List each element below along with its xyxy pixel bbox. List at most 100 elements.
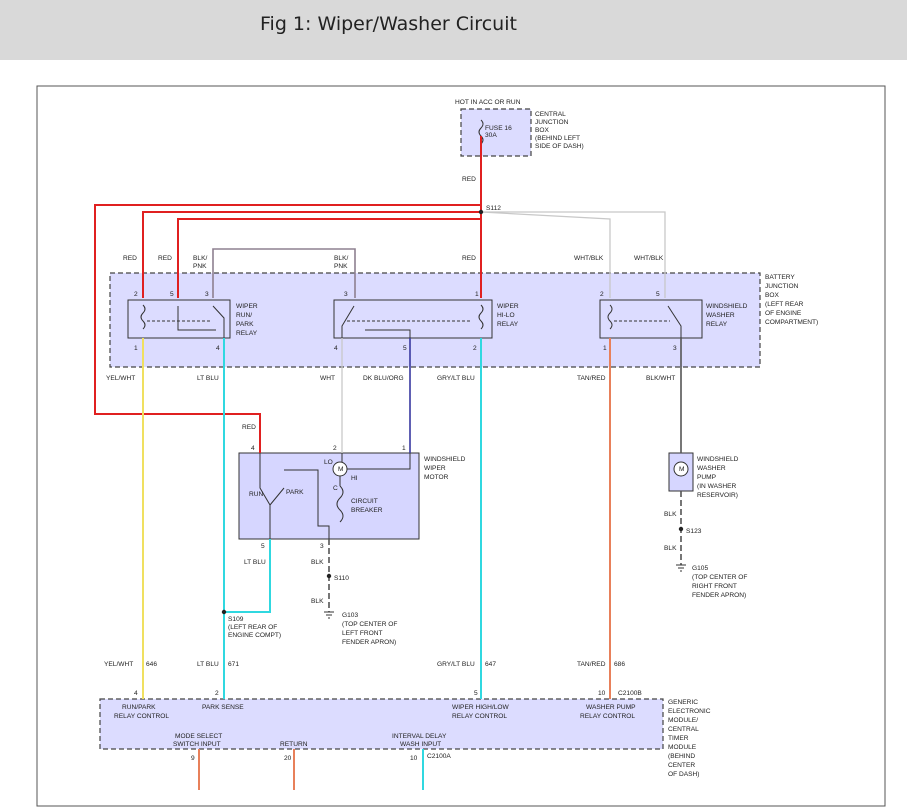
pin-gem-5: 5 bbox=[474, 690, 478, 697]
circuit-647: 647 bbox=[485, 661, 496, 668]
wire-label-lt-blu-2: LT BLU bbox=[244, 559, 266, 566]
bjb-line-6: COMPARTMENT) bbox=[765, 319, 818, 326]
breaker-line-1: CIRCUIT bbox=[351, 498, 378, 505]
wire-red-run-park-5 bbox=[177, 218, 481, 298]
cjb-line-4: (BEHIND LEFT bbox=[535, 135, 580, 142]
splice-s110-dot bbox=[326, 573, 332, 579]
gem-name-3: MODULE/ bbox=[668, 717, 698, 724]
cjb-line-3: BOX bbox=[535, 127, 550, 134]
splice-s112-dot bbox=[478, 209, 484, 215]
pin-hl-5: 5 bbox=[403, 345, 407, 352]
wire-label-dk-blu-org: DK BLU/ORG bbox=[363, 375, 404, 382]
motor-internal-path bbox=[284, 469, 330, 539]
gem-hi-lo-2: RELAY CONTROL bbox=[452, 713, 507, 720]
windshield-washer-relay bbox=[599, 299, 703, 339]
run-park-coil-icon bbox=[140, 304, 146, 330]
pin-gem-4: 4 bbox=[134, 690, 138, 697]
wire-red-motor bbox=[94, 204, 481, 453]
pin-wr-1: 1 bbox=[603, 345, 607, 352]
pin-gem-10b: 10 bbox=[410, 755, 418, 762]
pump-m-icon bbox=[673, 461, 689, 477]
splice-s110-label: S110 bbox=[334, 575, 349, 582]
pin-gem-9: 9 bbox=[191, 755, 195, 762]
gem-name-5: TIMER bbox=[668, 735, 689, 742]
pin-rp-3: 3 bbox=[205, 291, 209, 298]
wire-label-tan-red-1: TAN/RED bbox=[577, 375, 606, 382]
wire-label-red-top: RED bbox=[462, 176, 476, 183]
motor-leads bbox=[339, 453, 411, 486]
pin-hl-2: 2 bbox=[473, 345, 477, 352]
pump-m: M bbox=[679, 466, 685, 473]
gem-park-sense: PARK SENSE bbox=[202, 704, 244, 711]
s109-line-2: (LEFT REAR OF bbox=[228, 624, 277, 631]
washer-coil-icon bbox=[607, 304, 613, 330]
gem-name-7: (BEHIND bbox=[668, 753, 695, 760]
pin-rp-5: 5 bbox=[170, 291, 174, 298]
motor-m: M bbox=[338, 466, 344, 473]
cjb-line-2: JUNCTION bbox=[535, 119, 569, 126]
gem-name-4: CENTRAL bbox=[668, 726, 699, 733]
gem-interval-1: INTERVAL DELAY bbox=[392, 733, 447, 740]
gem-mode-2: SWITCH INPUT bbox=[173, 741, 221, 748]
pin-motor-2: 2 bbox=[333, 445, 337, 452]
wire-wht-blk-washer-5 bbox=[481, 211, 666, 298]
g103-line-2: (TOP CENTER OF bbox=[342, 621, 397, 628]
hi-lo-switch-icon bbox=[341, 305, 411, 338]
splice-s109-dot bbox=[221, 609, 227, 615]
wire-lt-blu-motor bbox=[224, 539, 271, 613]
s109-line-1: S109 bbox=[228, 616, 244, 623]
motor-hi: HI bbox=[351, 475, 358, 482]
pump-line-2: WASHER bbox=[697, 465, 726, 472]
motor-line-3: MOTOR bbox=[424, 474, 449, 481]
central-junction-box bbox=[460, 108, 532, 157]
motor-lo: LO bbox=[324, 459, 333, 466]
wire-label-red-3: RED bbox=[462, 255, 476, 262]
hi-lo-coil-icon bbox=[478, 304, 484, 330]
wire-label-wht-blk-1: WHT/BLK bbox=[574, 255, 604, 262]
wire-label-gry-lt-blu-1: GRY/LT BLU bbox=[437, 375, 475, 382]
wire-label-blk-2: BLK bbox=[311, 598, 324, 605]
pin-hl-3: 3 bbox=[344, 291, 348, 298]
run-park-line-1: WIPER bbox=[236, 303, 258, 310]
motor-line-1: WINDSHIELD bbox=[424, 456, 466, 463]
pin-motor-3: 3 bbox=[320, 543, 324, 550]
circuit-686: 686 bbox=[614, 661, 625, 668]
motor-c: C bbox=[333, 485, 338, 492]
motor-park: PARK bbox=[286, 489, 304, 496]
gem-name-8: CENTER bbox=[668, 762, 695, 769]
bjb-line-1: BATTERY bbox=[765, 274, 795, 281]
s109-line-3: ENGINE COMPT) bbox=[228, 632, 281, 639]
wire-blk-pnk bbox=[212, 248, 356, 298]
gem-interval-2: WASH INPUT bbox=[400, 741, 441, 748]
pump-line-5: RESERVOIR) bbox=[697, 492, 738, 499]
hi-lo-line-1: WIPER bbox=[497, 303, 519, 310]
g105-line-4: FENDER APRON) bbox=[692, 592, 746, 599]
g103-line-3: LEFT FRONT bbox=[342, 630, 383, 637]
ground-g103-symbol bbox=[324, 611, 334, 619]
wire-label-yel-wht-2: YEL/WHT bbox=[104, 661, 133, 668]
wiper-run-park-relay bbox=[127, 299, 231, 339]
pin-hl-1: 1 bbox=[475, 291, 479, 298]
wire-label-lt-blu-3: LT BLU bbox=[197, 661, 219, 668]
pump-line-3: PUMP bbox=[697, 474, 717, 481]
wire-label-blk-pnk-2a: BLK/ bbox=[334, 255, 348, 262]
pump-line-4: (IN WASHER bbox=[697, 483, 737, 490]
wire-wht-blk-washer-2 bbox=[480, 211, 611, 298]
gem-run-park-1: RUN/PARK bbox=[122, 704, 156, 711]
splice-s123-label: S123 bbox=[686, 528, 702, 535]
g105-line-2: (TOP CENTER OF bbox=[692, 574, 747, 581]
gem-hi-lo-1: WIPER HIGH/LOW bbox=[452, 704, 510, 711]
pump-line-1: WINDSHIELD bbox=[697, 456, 739, 463]
washer-relay-line-3: RELAY bbox=[706, 321, 728, 328]
pin-wr-2: 2 bbox=[600, 291, 604, 298]
cjb-line-1: CENTRAL bbox=[535, 111, 566, 118]
run-park-switch-icon bbox=[177, 305, 225, 338]
gem-run-park-2: RELAY CONTROL bbox=[114, 713, 169, 720]
hi-lo-line-2: HI-LO bbox=[497, 312, 515, 319]
wire-label-red-motor: RED bbox=[242, 424, 256, 431]
circuit-breaker-icon bbox=[336, 485, 344, 523]
pin-rp-1: 1 bbox=[134, 345, 138, 352]
wire-label-yel-wht: YEL/WHT bbox=[106, 375, 135, 382]
circuit-671: 671 bbox=[228, 661, 239, 668]
